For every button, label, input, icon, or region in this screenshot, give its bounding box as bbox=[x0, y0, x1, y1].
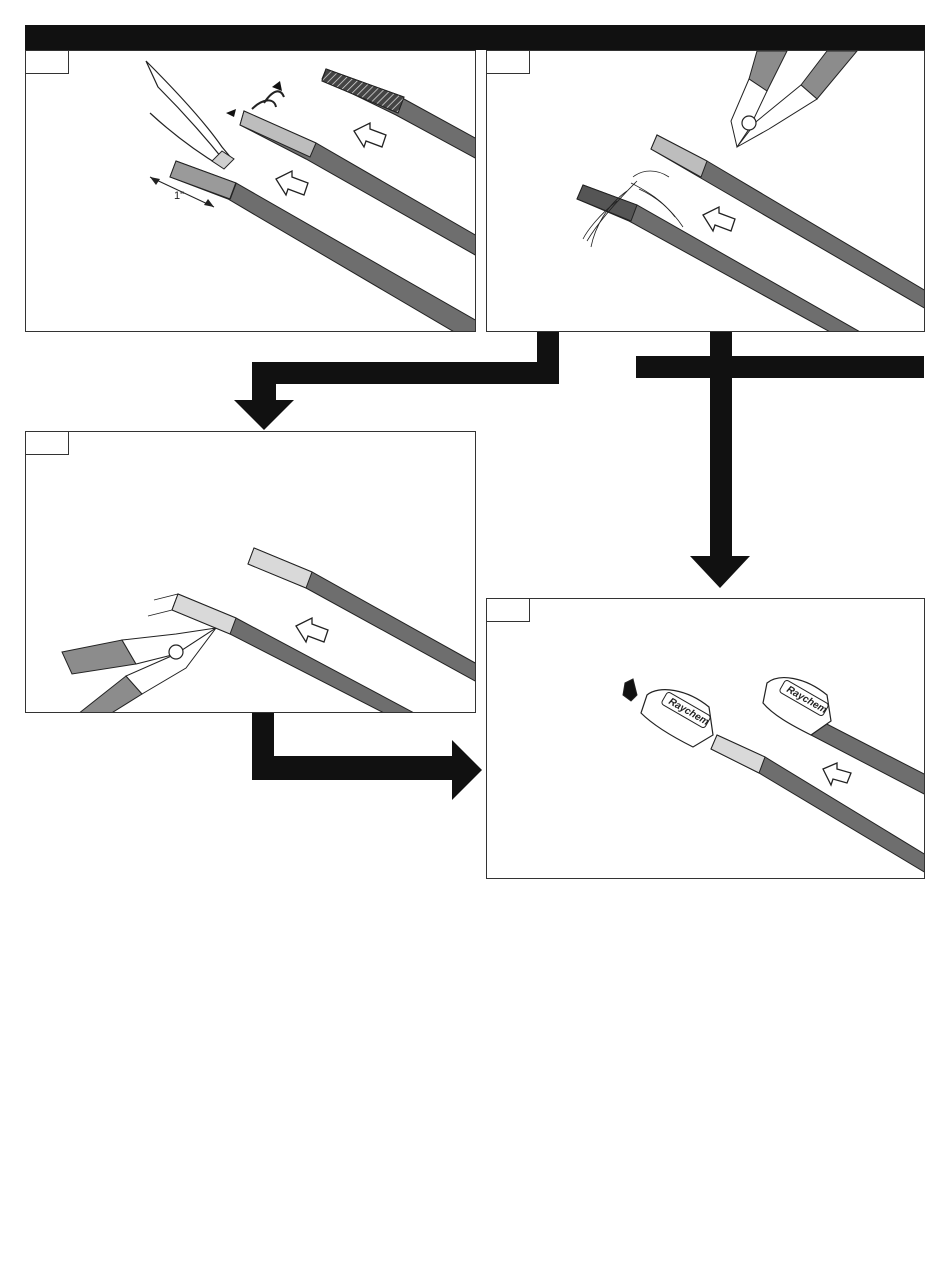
flow-arrow-icon bbox=[252, 713, 482, 800]
flow-arrow-icon bbox=[636, 332, 924, 588]
flow-arrow-icon bbox=[234, 332, 559, 430]
